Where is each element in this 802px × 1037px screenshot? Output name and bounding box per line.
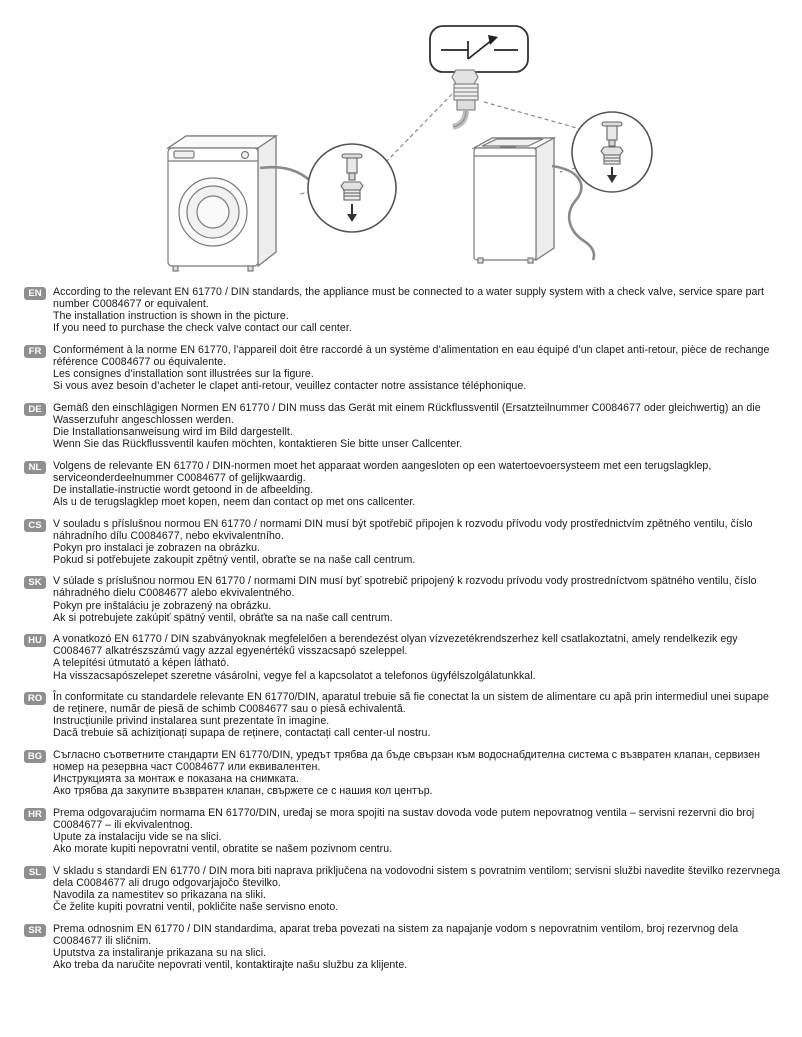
top-load-washer-illustration [471, 136, 596, 264]
language-badge-bg: BG [24, 750, 46, 763]
language-section-cs: CS V souladu s příslušnou normou EN 6177… [24, 518, 782, 566]
language-badge-fr: FR [24, 344, 46, 358]
paragraph-standard: A vonatkozó EN 61770 / DIN szabványoknak… [53, 633, 738, 658]
paragraph-callcenter: Ha visszacsapószelepet szeretne vásároln… [53, 669, 536, 682]
paragraph-standard: V souladu s příslušnou normou EN 61770 /… [53, 517, 753, 542]
paragraph-standard: V skladu s standardi EN 61770 / DIN mora… [53, 864, 781, 889]
check-valve-symbol [441, 35, 518, 60]
paragraph-standard: Gemäß den einschlägigen Normen EN 61770 … [53, 401, 761, 426]
paragraph-standard: Volgens de relevante EN 61770 / DIN-norm… [53, 459, 712, 484]
paragraph-standard: V súlade s príslušnou normou EN 61770 / … [53, 575, 757, 600]
language-text-fr: Conformément à la norme EN 61770, l’appa… [53, 344, 782, 392]
language-badge-hu: HU [24, 634, 46, 648]
language-badge-sk: SK [24, 576, 46, 590]
language-badge-ro: RO [24, 692, 46, 706]
check-valve-mini-icon [340, 181, 364, 201]
language-text-sl: V skladu s standardi EN 61770 / DIN mora… [53, 865, 782, 913]
paragraph-callcenter: Ako morate kupiti nepovratni ventil, obr… [53, 843, 393, 856]
language-section-sl: SL V skladu s standardi EN 61770 / DIN m… [24, 865, 782, 913]
paragraph-standard: În conformitate cu standardele relevante… [53, 691, 769, 716]
paragraph-callcenter: Ak si potrebujete zakúpiť spätný ventil,… [53, 611, 393, 624]
paragraph-picture: Pokyn pre inštaláciu je zobrazený na obr… [53, 599, 272, 612]
language-text-bg: Съгласно съответните стандарти EN 61770/… [53, 749, 782, 797]
language-text-hu: A vonatkozó EN 61770 / DIN szabványoknak… [53, 633, 782, 681]
language-text-sr: Prema odnosnim EN 61770 / DIN standardim… [53, 923, 782, 971]
language-section-en: EN According to the relevant EN 61770 / … [24, 286, 782, 334]
paragraph-picture: Pokyn pro instalaci je zobrazen na obráz… [53, 541, 261, 554]
language-section-sk: SK V súlade s príslušnou normou EN 61770… [24, 575, 782, 624]
right-faucet-detail-callout [571, 111, 653, 193]
language-badge-en: EN [24, 287, 46, 300]
paragraph-callcenter: Si vous avez besoin d’acheter le clapet … [53, 380, 527, 393]
paragraph-picture: Les consignes d’installation sont illust… [53, 368, 314, 381]
language-sections: EN According to the relevant EN 61770 / … [0, 282, 802, 971]
install-direction-arrow [347, 204, 357, 222]
faucet-icon [601, 121, 623, 147]
language-section-hr: HR Prema odgovarajućim normama EN 61770/… [24, 807, 782, 855]
paragraph-picture: Instrucțiunile privind instalarea sunt p… [53, 715, 330, 728]
language-section-hu: HU A vonatkozó EN 61770 / DIN szabványok… [24, 633, 782, 682]
language-text-cs: V souladu s příslušnou normou EN 61770 /… [53, 518, 782, 566]
inlet-hose-right [551, 164, 596, 261]
paragraph-picture: A telepítési útmutató a képen látható. [53, 657, 230, 670]
installation-diagram-svg [166, 25, 653, 272]
paragraph-callcenter: Ako treba da naručite nepovrati ventil, … [53, 958, 408, 971]
language-badge-nl: NL [24, 460, 46, 474]
paragraph-standard: Prema odgovarajućim normama EN 61770/DIN… [53, 806, 755, 831]
faucet-icon [341, 153, 363, 181]
language-section-fr: FR Conformément à la norme EN 61770, l’a… [24, 344, 782, 392]
language-text-hr: Prema odgovarajućim normama EN 61770/DIN… [53, 807, 782, 855]
language-badge-sr: SR [24, 923, 46, 937]
paragraph-standard: Conformément à la norme EN 61770, l’appa… [53, 343, 770, 368]
language-text-de: Gemäß den einschlägigen Normen EN 61770 … [53, 402, 782, 450]
paragraph-callcenter: Ако трябва да закупите възвратен клапан,… [53, 785, 433, 798]
paragraph-callcenter: Wenn Sie das Rückflussventil kaufen möch… [53, 438, 463, 451]
paragraph-picture: De installatie-instructie wordt getoond … [53, 483, 314, 496]
paragraph-standard: According to the relevant EN 61770 / DIN… [53, 286, 765, 311]
left-faucet-detail-callout [307, 143, 397, 233]
paragraph-callcenter: Dacă trebuie să achiziționați supapa de … [53, 727, 431, 740]
paragraph-picture: Upute za instalaciju vide se na slici. [53, 831, 222, 844]
paragraph-picture: The installation instruction is shown in… [53, 310, 289, 323]
paragraph-callcenter: Pokud si potřebujete zakoupit zpětný ven… [53, 553, 416, 566]
language-badge-hr: HR [24, 807, 46, 821]
paragraph-callcenter: If you need to purchase the check valve … [53, 322, 352, 335]
language-badge-sl: SL [24, 865, 46, 879]
language-section-de: DE Gemäß den einschlägigen Normen EN 617… [24, 402, 782, 450]
paragraph-standard: Prema odnosnim EN 61770 / DIN standardim… [53, 922, 739, 947]
language-text-en: According to the relevant EN 61770 / DIN… [53, 286, 782, 334]
paragraph-standard: Съгласно съответните стандарти EN 61770/… [53, 749, 761, 774]
language-text-ro: În conformitate cu standardele relevante… [53, 691, 782, 739]
language-section-nl: NL Volgens de relevante EN 61770 / DIN-n… [24, 460, 782, 508]
install-direction-arrow [607, 167, 617, 183]
paragraph-picture: Инструкцията за монтаж е показана на сни… [53, 773, 299, 786]
language-text-sk: V súlade s príslušnou normou EN 61770 / … [53, 575, 782, 623]
check-valve-symbol-callout [429, 25, 529, 73]
installation-diagram [0, 0, 802, 282]
front-load-washer-illustration [166, 134, 317, 272]
paragraph-picture: Die Installationsanweisung wird im Bild … [53, 425, 293, 438]
language-section-ro: RO În conformitate cu standardele releva… [24, 691, 782, 739]
paragraph-picture: Uputstva za instaliranje prikazana su na… [53, 946, 267, 959]
paragraph-callcenter: Als u de terugslagklep moet kopen, neem … [53, 495, 416, 508]
language-badge-de: DE [24, 402, 46, 416]
language-section-sr: SR Prema odnosnim EN 61770 / DIN standar… [24, 923, 782, 971]
paragraph-picture: Navodila za namestitev so prikazana na s… [53, 888, 267, 901]
paragraph-callcenter: Če želite kupiti povratni ventil, poklič… [53, 901, 339, 914]
language-section-bg: BG Съгласно съответните стандарти EN 617… [24, 749, 782, 797]
check-valve-mini-icon [600, 146, 624, 165]
language-badge-cs: CS [24, 518, 46, 532]
language-text-nl: Volgens de relevante EN 61770 / DIN-norm… [53, 460, 782, 508]
check-valve-part-illustration [451, 69, 479, 130]
